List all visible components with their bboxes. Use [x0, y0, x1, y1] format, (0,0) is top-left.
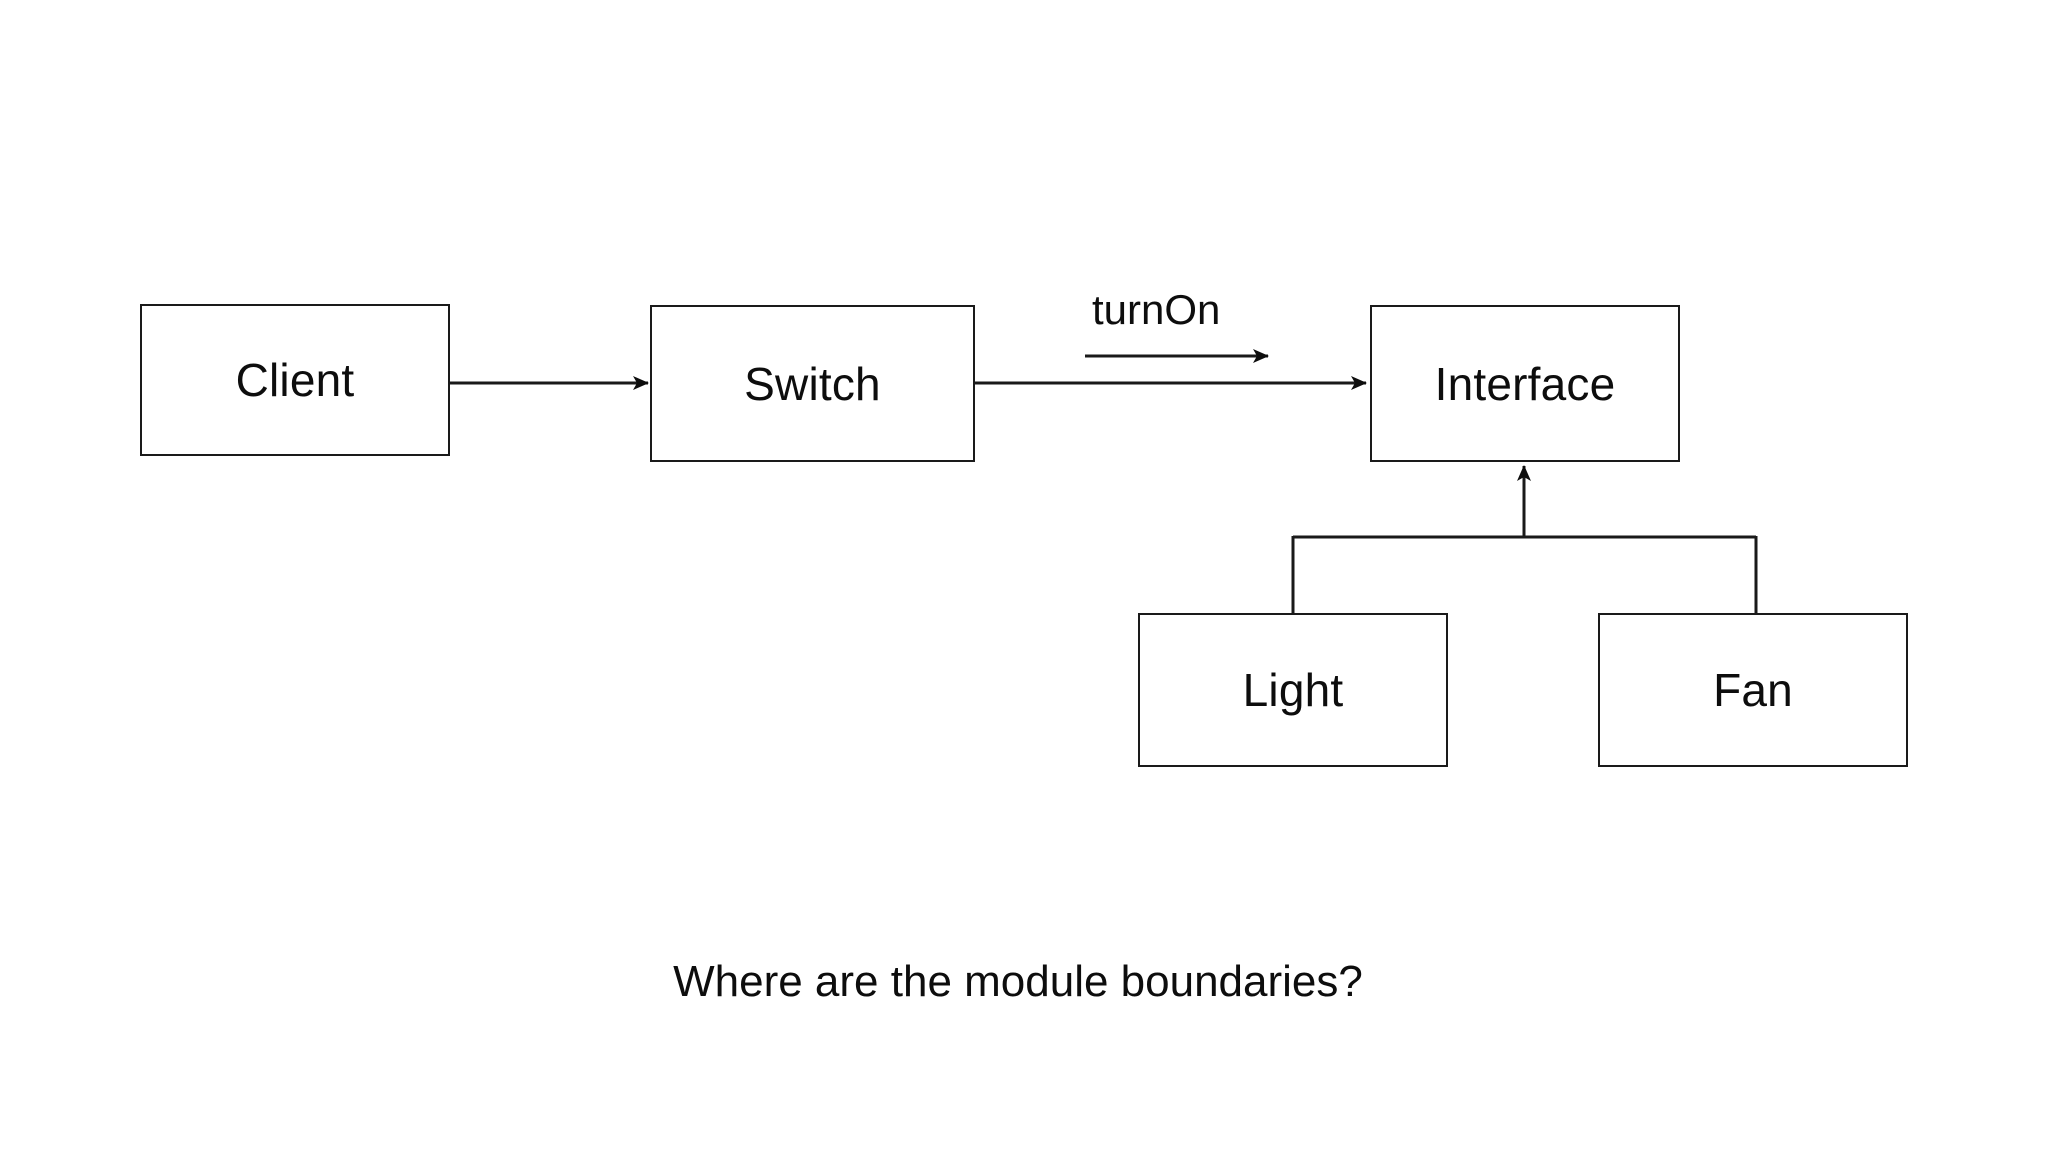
diagram-caption: Where are the module boundaries? — [673, 957, 1363, 1006]
node-switch-label: Switch — [744, 357, 881, 410]
node-fan-label: Fan — [1713, 664, 1793, 716]
node-interface[interactable]: Interface — [1370, 305, 1680, 462]
edge-label-turn-on: turnOn — [1092, 286, 1221, 333]
node-client[interactable]: Client — [140, 304, 450, 456]
node-switch[interactable]: Switch — [650, 305, 975, 462]
node-light-label: Light — [1242, 664, 1344, 716]
node-interface-label: Interface — [1434, 357, 1616, 410]
node-client-label: Client — [235, 354, 355, 406]
node-fan[interactable]: Fan — [1598, 613, 1908, 767]
node-light[interactable]: Light — [1138, 613, 1448, 767]
